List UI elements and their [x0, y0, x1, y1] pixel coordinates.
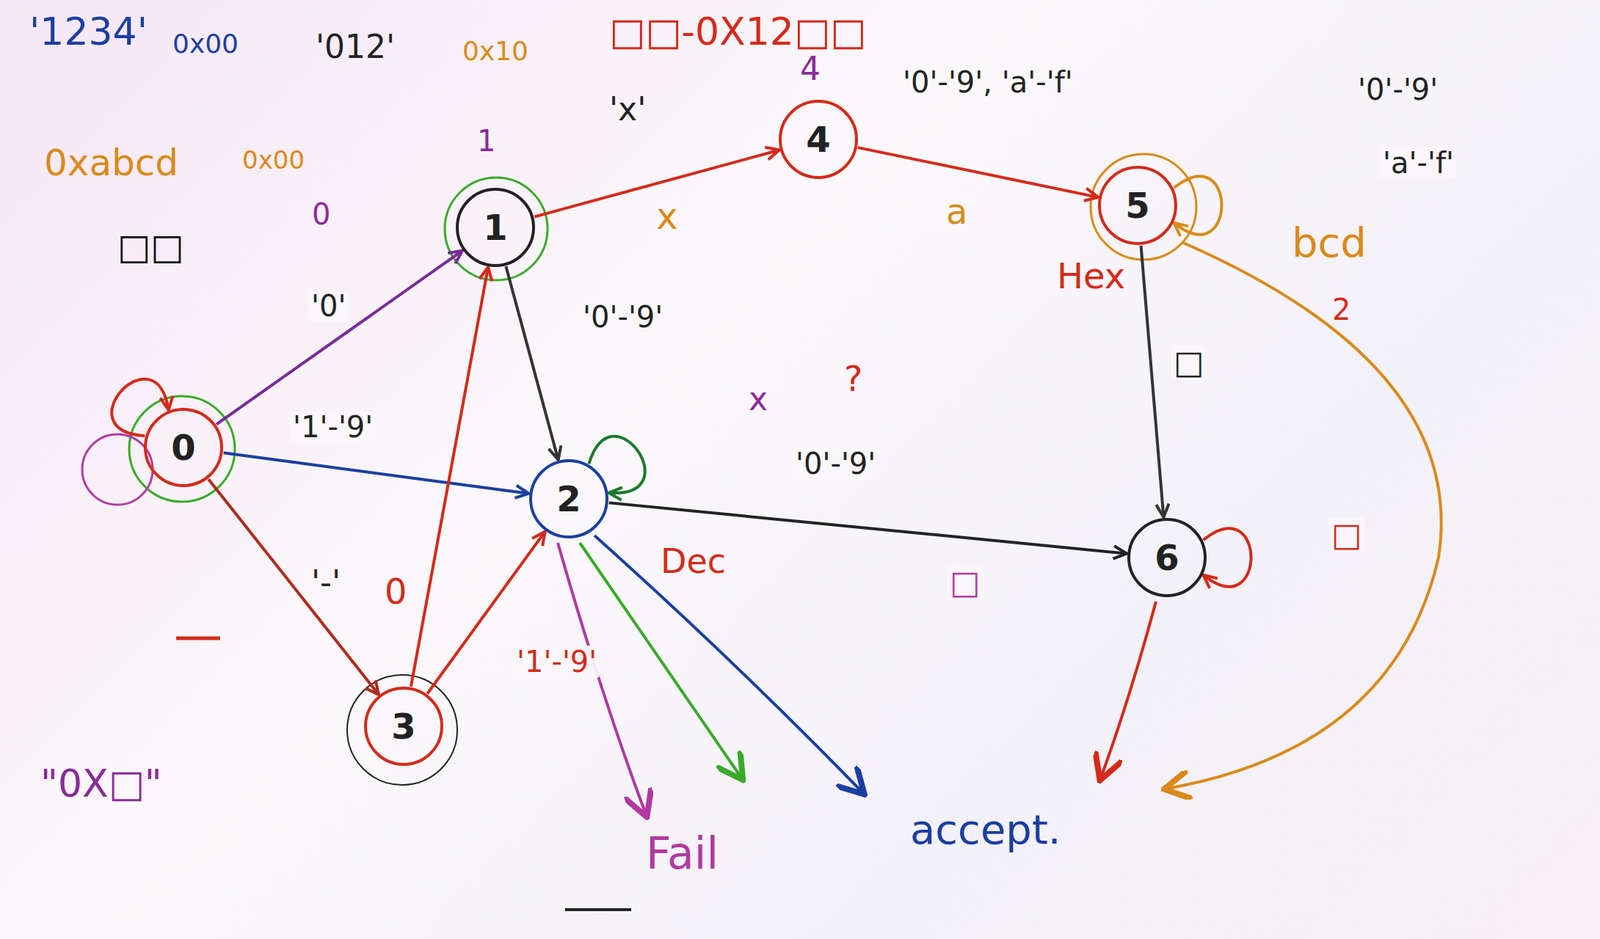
state-circle: 5	[1097, 165, 1178, 246]
note-label: '0'-'9'	[1357, 73, 1438, 106]
note-label: Dec	[660, 543, 726, 581]
transition-label: □	[1170, 344, 1208, 381]
note-label: "0X□"	[40, 763, 163, 806]
state-number: 6	[1154, 537, 1179, 579]
transition-label: a	[943, 192, 971, 232]
note-label: '0'-'9', 'a'-'f'	[902, 66, 1074, 99]
state-circle: 1	[455, 187, 536, 268]
state-circle: 3	[363, 686, 445, 767]
note-label: □□	[117, 227, 185, 267]
transition-label: '0'-'9'	[792, 447, 879, 480]
transition-arrow	[111, 379, 173, 437]
transition-label: x	[653, 196, 682, 238]
note-label: 4	[800, 51, 821, 87]
note-label: Fail	[645, 829, 719, 878]
transition-arrow	[216, 251, 463, 425]
transition-label: 0	[381, 572, 411, 612]
transition-arrow	[208, 479, 379, 696]
state-circle: 0	[143, 407, 224, 489]
transition-label: '-'	[308, 565, 344, 601]
note-label: 0	[311, 198, 331, 231]
note-label: Hex	[1056, 256, 1126, 296]
state-number: 5	[1125, 184, 1150, 227]
transition-label: '0'-'9'	[579, 300, 666, 334]
transition-arrow	[223, 452, 530, 499]
note-label: 0x00	[242, 146, 305, 174]
note-label: '1234'	[29, 11, 148, 53]
state-circle: 2	[528, 458, 610, 540]
note-label: accept.	[910, 807, 1062, 853]
state-number: 2	[556, 478, 581, 520]
note-label: ?	[844, 359, 863, 399]
note-label: 2	[1332, 293, 1351, 326]
state-number: 0	[171, 427, 196, 469]
note-label: □□-0X12□□	[609, 11, 867, 53]
transition-arrow	[1203, 528, 1252, 589]
transition-label: '1'-'9'	[289, 411, 376, 444]
transition-arrow	[857, 147, 1098, 202]
transition-arrow	[505, 266, 561, 461]
transition-arrow	[1141, 245, 1170, 518]
note-label: x	[748, 381, 768, 417]
transition-label: '0'	[308, 289, 349, 323]
state-circle: 6	[1126, 517, 1208, 599]
transition-label: '1'-'9'	[513, 645, 600, 679]
transition-label: □	[1328, 517, 1366, 553]
note-label: bcd	[1291, 220, 1367, 266]
state-number: 3	[391, 706, 416, 748]
note-label: 0x00	[172, 29, 239, 59]
note-label: 1	[477, 124, 496, 158]
note-label: 'x'	[609, 91, 646, 127]
state-circle: 4	[777, 99, 859, 180]
transition-arrow	[588, 436, 645, 501]
transition-arrow	[1174, 176, 1223, 237]
state-number: 4	[805, 118, 831, 160]
note-label: 0x10	[462, 36, 529, 67]
state-number: 1	[482, 206, 508, 249]
note-label: 0xabcd	[44, 143, 179, 184]
transition-label: 'a'-'f'	[1379, 146, 1457, 180]
note-label: '012'	[315, 29, 395, 65]
transition-label: □	[946, 565, 984, 601]
